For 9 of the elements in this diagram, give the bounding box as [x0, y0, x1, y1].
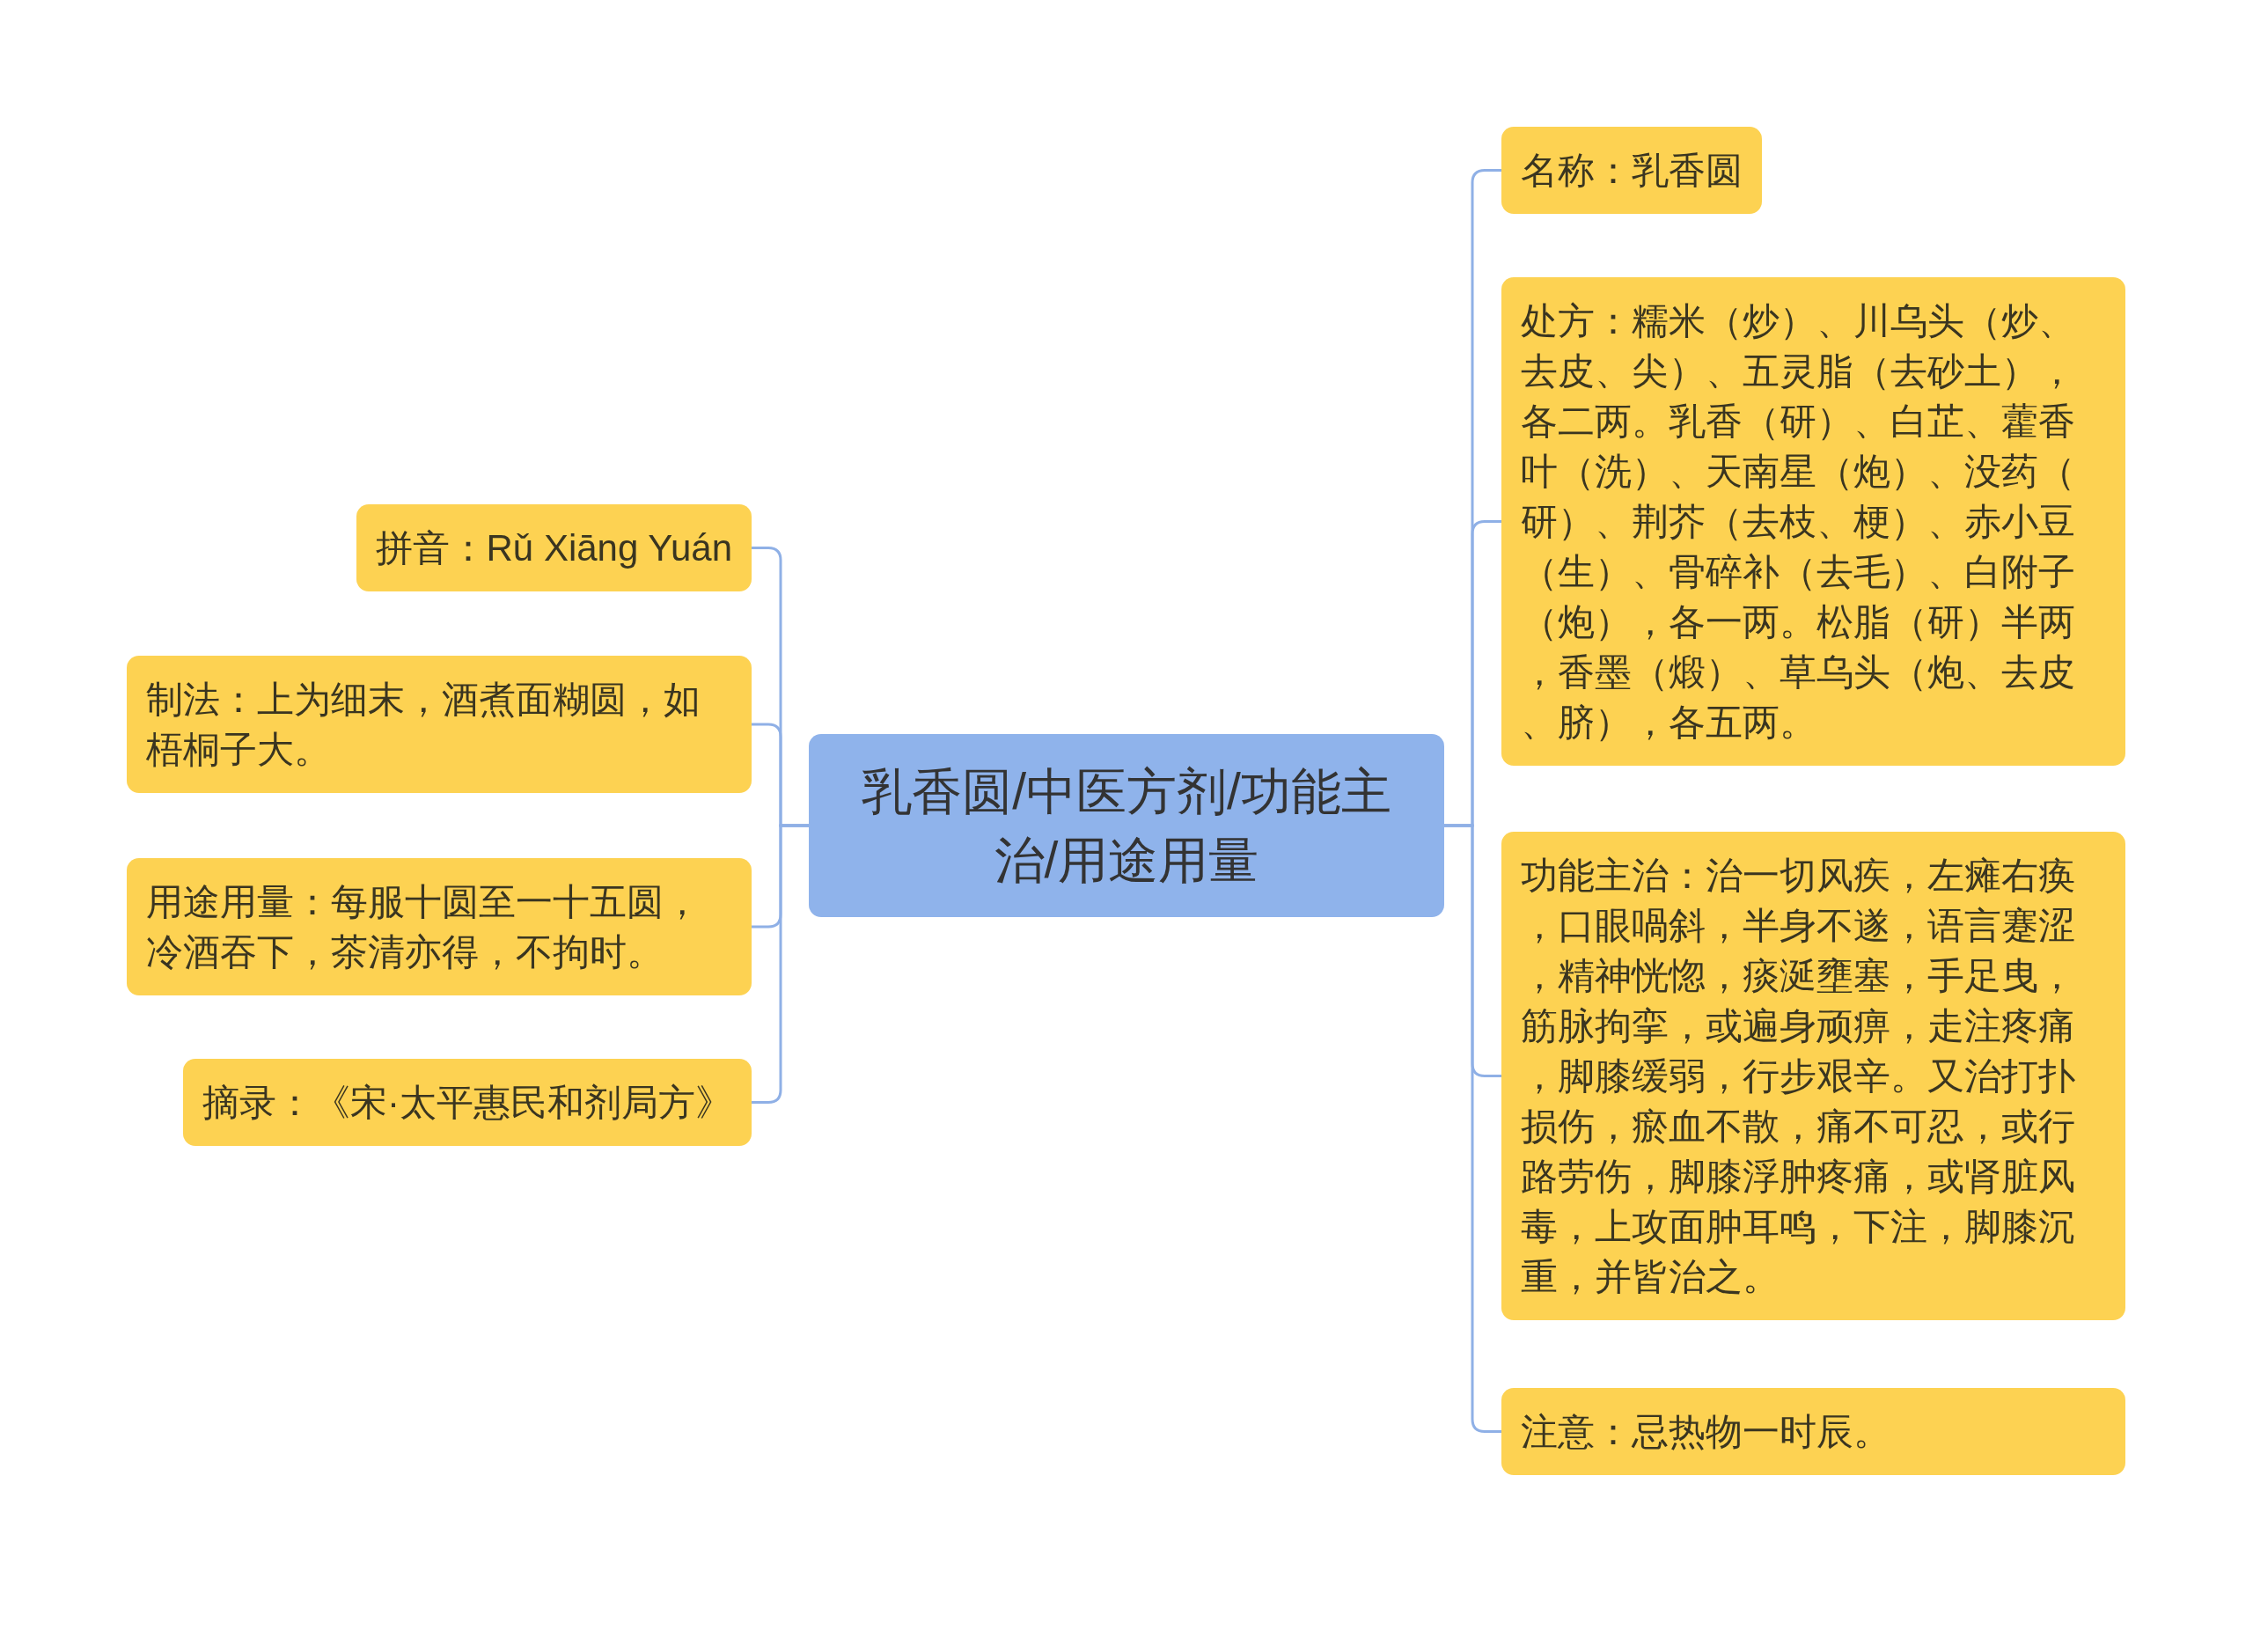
topic-box: 乳香圆/中医方剂/功能主治/用途用量 [809, 734, 1444, 917]
branch-box: 注意：忌热物一时辰。 [1501, 1388, 2125, 1475]
branch-box: 摘录：《宋·太平惠民和剂局方》 [183, 1059, 752, 1146]
branch-box: 处方：糯米（炒）、川乌头（炒、去皮、尖）、五灵脂（去砂土），各二两。乳香（研）、白芷、藿香叶（洗）、天南星（炮）、没药（研）、荆芥（去枝、梗）、赤小豆（生）、骨碎补（去毛）、白附子（炮），各一两。松脂（研）半两，香墨（煅）、草乌头（炮、去皮、脐），各五两。 [1501, 277, 2125, 766]
branch-box: 名称：乳香圆 [1501, 127, 1762, 214]
branch-box: 功能主治：治一切风疾，左瘫右痪，口眼喎斜，半身不遂，语言蹇涩，精神恍惚，痰涎壅塞，手足曳，筋脉拘挛，或遍身顽痹，走注疼痛，脚膝缓弱，行步艰辛。又治打扑损伤，瘀血不散，痛不可忍，或行路劳伤，脚膝浮肿疼痛，或肾脏风毒，上攻面肿耳鸣，下注，脚膝沉重，并皆治之。 [1501, 832, 2125, 1320]
branch-box: 拼音：Rǔ Xiāng Yuán [356, 504, 752, 591]
branch-box: 用途用量：每服十圆至一十五圆，冷酒吞下，茶清亦得，不拘时。 [127, 858, 752, 995]
branch-box: 制法：上为细末，酒煮面糊圆，如梧桐子大。 [127, 656, 752, 793]
